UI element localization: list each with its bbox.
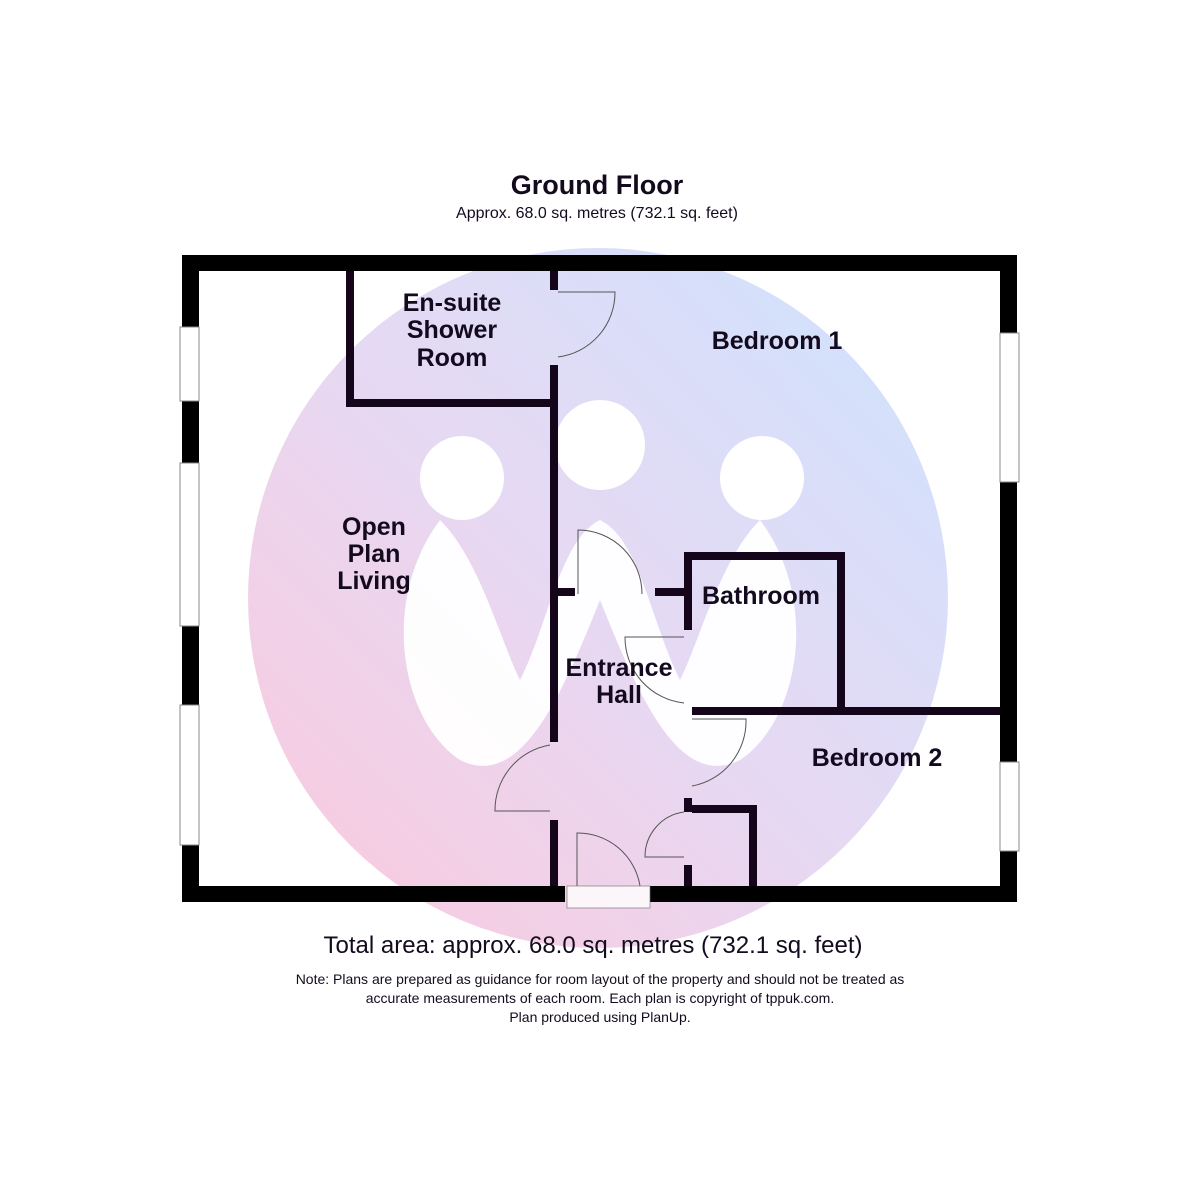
bedroom2-label: Bedroom 2 — [812, 744, 943, 772]
bedroom1-label: Bedroom 1 — [712, 327, 843, 355]
watermark-logo — [248, 248, 948, 948]
window — [179, 326, 200, 402]
svg-text:Hall: Hall — [596, 681, 642, 709]
total-area: Total area: approx. 68.0 sq. metres (732… — [324, 932, 863, 959]
living-door — [494, 744, 551, 812]
ensuite-door — [557, 291, 616, 358]
svg-text:Shower: Shower — [407, 316, 498, 344]
bedroom2-door — [691, 718, 747, 787]
open-plan-label: Open Plan Living — [337, 513, 411, 595]
svg-text:Living: Living — [337, 567, 411, 595]
svg-text:Open: Open — [342, 513, 406, 541]
internal-walls — [346, 271, 1000, 886]
svg-text:En-suite: En-suite — [403, 289, 502, 317]
svg-text:Room: Room — [417, 344, 488, 372]
windows — [179, 326, 1020, 852]
front-door — [576, 832, 641, 887]
doors — [494, 291, 747, 909]
svg-text:Plan: Plan — [348, 540, 401, 568]
note-line: accurate measurements of each room. Each… — [366, 990, 834, 1006]
hall-door — [577, 529, 643, 595]
window — [999, 332, 1020, 483]
note-line: Plan produced using PlanUp. — [509, 1009, 690, 1025]
front-door-threshold — [566, 885, 651, 909]
cupboard-door — [644, 811, 685, 858]
ensuite-label: En-suite Shower Room — [403, 289, 502, 372]
bathroom-door — [624, 636, 685, 704]
plan-subtitle: Approx. 68.0 sq. metres (732.1 sq. feet) — [456, 205, 738, 222]
note-line: Note: Plans are prepared as guidance for… — [296, 971, 905, 987]
window — [179, 462, 200, 627]
svg-text:Entrance: Entrance — [566, 654, 673, 682]
plan-title: Ground Floor — [511, 170, 684, 200]
entrance-label: Entrance Hall — [566, 654, 673, 709]
window — [999, 761, 1020, 852]
window — [179, 704, 200, 846]
bathroom-label: Bathroom — [702, 582, 820, 610]
